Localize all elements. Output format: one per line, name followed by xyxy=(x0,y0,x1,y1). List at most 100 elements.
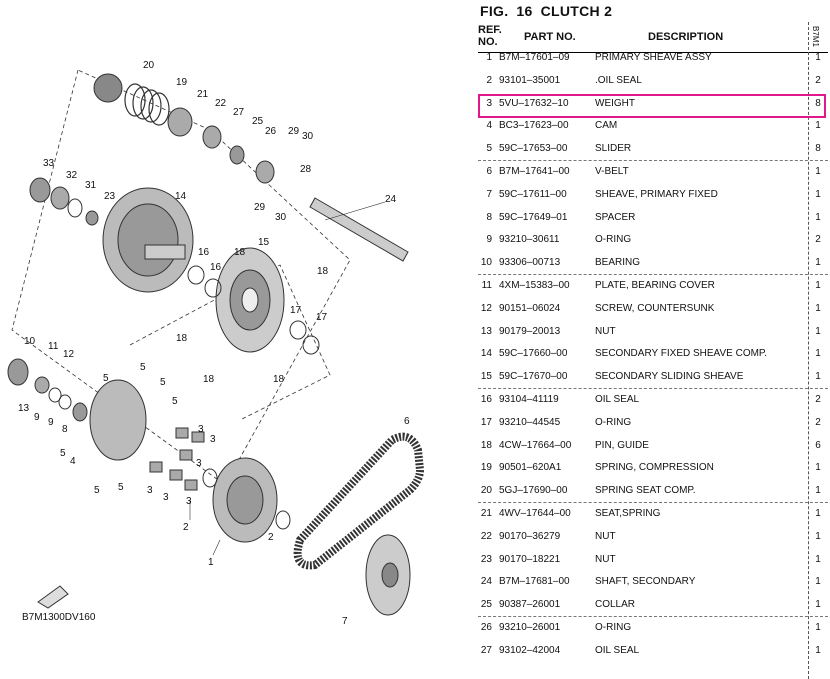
svg-text:17: 17 xyxy=(316,312,328,323)
part-description: NUT xyxy=(595,530,616,542)
svg-text:3: 3 xyxy=(210,434,216,445)
ref-header: REF.NO. xyxy=(478,24,502,48)
svg-text:30: 30 xyxy=(302,131,314,142)
group-separator xyxy=(478,616,828,618)
svg-text:21: 21 xyxy=(197,89,209,100)
ref-number: 17 xyxy=(480,416,492,428)
ref-number: 24 xyxy=(480,576,492,588)
ref-number: 14 xyxy=(480,348,492,360)
group-separator xyxy=(478,502,828,504)
part-description: SECONDARY FIXED SHEAVE COMP. xyxy=(595,348,768,360)
quantity: 1 xyxy=(815,553,821,565)
v-belt-shape xyxy=(293,432,425,570)
svg-text:24: 24 xyxy=(385,194,397,205)
svg-text:6: 6 xyxy=(404,416,410,427)
svg-text:5: 5 xyxy=(160,377,166,388)
part-no-header: PART NO. xyxy=(524,31,576,43)
part-description: O-RING xyxy=(595,416,632,428)
svg-text:14: 14 xyxy=(175,191,187,202)
svg-text:5: 5 xyxy=(118,482,124,493)
svg-text:23: 23 xyxy=(104,191,116,202)
ref-number: 7 xyxy=(486,188,492,200)
quantity: 1 xyxy=(815,576,821,588)
quantity: 1 xyxy=(815,52,821,63)
part-number: B7M–17681–00 xyxy=(499,576,570,588)
quantity: 6 xyxy=(815,439,821,451)
svg-text:17: 17 xyxy=(290,305,302,316)
part-description: O-RING xyxy=(595,234,632,246)
part-number: 4WV–17644–00 xyxy=(499,508,571,519)
ref-number: 5 xyxy=(486,143,492,155)
fig-label: FIG. xyxy=(480,3,509,19)
ref-number: 10 xyxy=(480,257,492,269)
quantity: 1 xyxy=(815,644,821,656)
ref-number: 21 xyxy=(480,508,492,519)
svg-text:12: 12 xyxy=(63,349,75,360)
svg-text:27: 27 xyxy=(233,107,245,118)
ref-number: 25 xyxy=(480,599,492,611)
quantity: 1 xyxy=(815,280,821,291)
part-number: 90151–06024 xyxy=(499,302,561,314)
svg-text:3: 3 xyxy=(198,424,204,435)
front-arrow-icon xyxy=(37,585,69,609)
part-description: COLLAR xyxy=(595,599,636,611)
quantity: 8 xyxy=(815,143,821,155)
part-description: SPACER xyxy=(595,211,636,223)
table-header: REF.NO. PART NO. DESCRIPTION B7M1 xyxy=(478,24,830,50)
part-number: 90170–36279 xyxy=(499,530,561,542)
svg-text:33: 33 xyxy=(43,158,55,169)
part-number: 59C–17611–00 xyxy=(499,188,567,200)
svg-text:18: 18 xyxy=(203,374,215,385)
svg-text:22: 22 xyxy=(215,98,227,109)
parts-row: 25 90387–26001 COLLAR 1 xyxy=(478,599,828,615)
fig-number: 16 xyxy=(516,3,533,19)
clutch-diagram-drawing: 20 19 21 22 27 25 26 29 30 28 24 29 30 3… xyxy=(7,60,425,627)
svg-text:3: 3 xyxy=(196,458,202,469)
svg-text:5: 5 xyxy=(60,448,66,459)
part-number: 90387–26001 xyxy=(499,599,561,611)
ref-number: 23 xyxy=(480,553,492,565)
part-description: V-BELT xyxy=(595,166,629,177)
part-number: B7M–17641–00 xyxy=(499,166,570,177)
part-number: 93104–41119 xyxy=(499,394,559,405)
ref-number: 9 xyxy=(486,234,492,246)
group-separator xyxy=(478,274,828,276)
fig-title-text: CLUTCH 2 xyxy=(540,3,613,19)
part-number: 93102–42004 xyxy=(499,644,561,656)
secondary-fixed-sheave-shape xyxy=(102,187,194,293)
highlight-box xyxy=(478,93,826,118)
svg-text:2: 2 xyxy=(183,522,189,533)
quantity: 2 xyxy=(815,394,821,405)
svg-text:3: 3 xyxy=(186,496,192,507)
part-number: 4XM–15383–00 xyxy=(499,280,570,291)
svg-text:19: 19 xyxy=(176,77,188,88)
svg-text:9: 9 xyxy=(34,412,40,423)
part-description: PLATE, BEARING COVER xyxy=(595,280,715,291)
quantity: 1 xyxy=(815,371,821,383)
quantity: 1 xyxy=(815,622,821,633)
svg-text:2: 2 xyxy=(268,532,274,543)
part-description: SHEAVE, PRIMARY FIXED xyxy=(595,188,718,200)
ref-number: 11 xyxy=(481,280,492,291)
ref-number: 16 xyxy=(480,394,492,405)
svg-text:13: 13 xyxy=(18,403,30,414)
quantity: 1 xyxy=(815,599,821,611)
ref-number: 6 xyxy=(486,166,492,177)
group-separator xyxy=(478,160,828,162)
svg-text:1: 1 xyxy=(208,557,214,568)
part-number: 90179–20013 xyxy=(499,325,561,337)
part-description: SPRING SEAT COMP. xyxy=(595,485,696,497)
part-description: PIN, GUIDE xyxy=(595,439,649,451)
